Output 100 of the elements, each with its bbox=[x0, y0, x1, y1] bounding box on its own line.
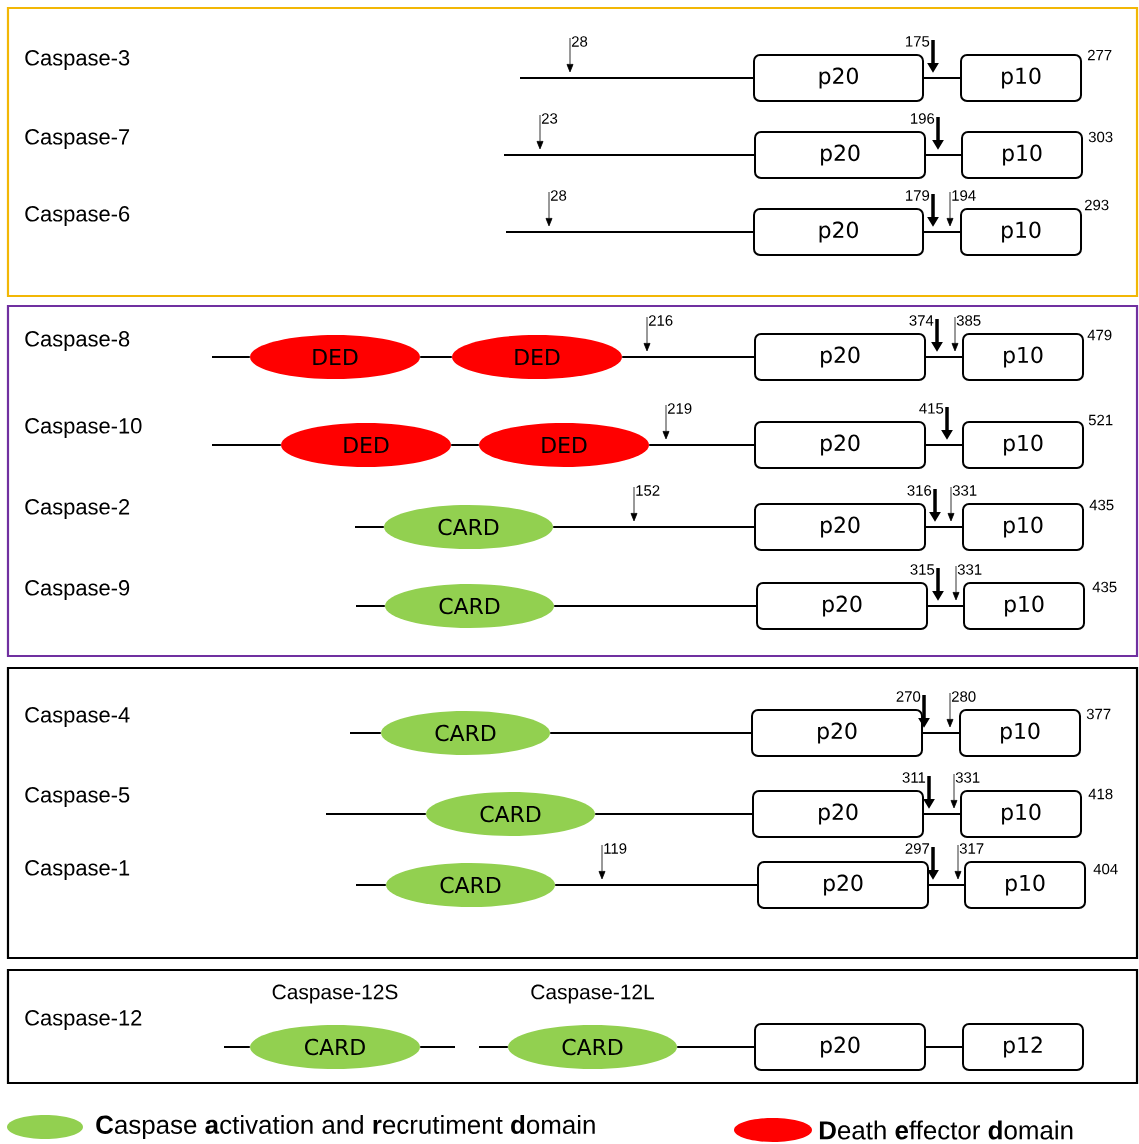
backbone-line bbox=[927, 605, 964, 607]
site-number: 435 bbox=[1092, 581, 1117, 593]
domain-box: p10 bbox=[962, 421, 1084, 469]
backbone-line bbox=[355, 605, 386, 607]
backbone-line bbox=[349, 732, 382, 734]
site-number: 216 bbox=[648, 315, 673, 326]
site-number: 331 bbox=[957, 564, 982, 575]
caspase-name: Caspase-6 bbox=[25, 206, 130, 226]
backbone-line bbox=[478, 1046, 509, 1048]
domain-box: p20 bbox=[752, 790, 924, 838]
site-number: 317 bbox=[959, 843, 984, 854]
node-label: Caspase-12L bbox=[531, 984, 654, 1004]
caspase-name: Caspase-9 bbox=[25, 580, 130, 600]
backbone-line bbox=[552, 526, 755, 528]
legend-text: Caspase activation and recrutiment domain bbox=[96, 1114, 595, 1140]
backbone-line bbox=[923, 813, 961, 815]
caspase-name: Caspase-10 bbox=[25, 418, 142, 438]
site-number: 28 bbox=[571, 36, 588, 47]
domain-box: p10 bbox=[960, 790, 1082, 838]
backbone-line bbox=[355, 884, 387, 886]
caspase-name: Caspase-8 bbox=[25, 331, 130, 351]
site-number: 415 bbox=[919, 403, 944, 414]
site-number: 23 bbox=[541, 113, 558, 124]
backbone-line bbox=[925, 526, 963, 528]
site-number: 152 bbox=[636, 485, 660, 496]
backbone-line bbox=[211, 356, 251, 358]
site-number: 303 bbox=[1088, 131, 1113, 143]
backbone-line bbox=[223, 1046, 251, 1048]
site-number: 331 bbox=[955, 772, 980, 783]
domain-box: p20 bbox=[751, 709, 923, 757]
backbone-line bbox=[554, 884, 758, 886]
site-number: 196 bbox=[911, 113, 935, 124]
domain-box: p10 bbox=[964, 861, 1086, 909]
site-number: 293 bbox=[1084, 199, 1109, 211]
site-number: 277 bbox=[1087, 49, 1112, 61]
backbone-line bbox=[549, 732, 752, 734]
domain-box: p10 bbox=[963, 582, 1085, 630]
caspase-name: Caspase-1 bbox=[25, 860, 130, 880]
site-number: 385 bbox=[956, 315, 981, 326]
caspase-name: Caspase-12 bbox=[25, 1010, 142, 1030]
backbone-line bbox=[676, 1046, 755, 1048]
panel-frame bbox=[6, 304, 1139, 658]
site-number: 418 bbox=[1088, 788, 1113, 800]
backbone-line bbox=[419, 356, 453, 358]
backbone-line bbox=[354, 526, 385, 528]
site-number: 219 bbox=[667, 403, 692, 414]
caspase-name: Caspase-4 bbox=[25, 707, 130, 727]
backbone-line bbox=[505, 231, 754, 233]
site-number: 119 bbox=[604, 843, 627, 854]
site-number: 194 bbox=[952, 190, 976, 201]
backbone-line bbox=[925, 1046, 963, 1048]
site-number: 179 bbox=[906, 190, 930, 201]
site-number: 315 bbox=[910, 564, 935, 575]
site-number: 435 bbox=[1089, 499, 1114, 511]
panel-frame bbox=[6, 6, 1139, 298]
backbone-line bbox=[325, 813, 427, 815]
domain-box: p20 bbox=[754, 503, 926, 551]
domain-box: p20 bbox=[756, 582, 928, 630]
domain-box: p10 bbox=[961, 131, 1083, 179]
backbone-line bbox=[503, 154, 755, 156]
backbone-line bbox=[211, 444, 282, 446]
backbone-line bbox=[923, 77, 961, 79]
panel-frame bbox=[6, 968, 1139, 1085]
panel-frame bbox=[6, 666, 1139, 960]
site-number: 280 bbox=[951, 691, 976, 702]
backbone-line bbox=[648, 444, 755, 446]
domain-box: p20 bbox=[757, 861, 929, 909]
domain-box: p20 bbox=[753, 54, 924, 102]
site-number: 479 bbox=[1087, 329, 1112, 341]
domain-box: p20 bbox=[754, 131, 926, 179]
backbone-line bbox=[594, 813, 753, 815]
backbone-line bbox=[923, 231, 961, 233]
domain-box: p10 bbox=[962, 503, 1084, 551]
backbone-line bbox=[450, 444, 480, 446]
domain-box: p12 bbox=[962, 1023, 1084, 1071]
caspase-name: Caspase-3 bbox=[25, 50, 130, 70]
site-number: 270 bbox=[896, 691, 921, 702]
legend-text: Death effector domain bbox=[819, 1120, 1073, 1140]
domain-box: p20 bbox=[754, 333, 926, 381]
caspase-name: Caspase-2 bbox=[25, 499, 130, 519]
backbone-line bbox=[925, 356, 963, 358]
backbone-line bbox=[922, 732, 960, 734]
domain-box: p10 bbox=[962, 333, 1084, 381]
backbone-line bbox=[925, 154, 962, 156]
backbone-line bbox=[925, 444, 963, 446]
backbone-line bbox=[419, 1046, 456, 1048]
site-number: 28 bbox=[550, 190, 567, 201]
backbone-line bbox=[928, 884, 965, 886]
backbone-line bbox=[519, 77, 754, 79]
domain-box: p20 bbox=[754, 421, 926, 469]
site-number: 311 bbox=[902, 772, 926, 783]
caspase-name: Caspase-5 bbox=[25, 787, 130, 807]
backbone-line bbox=[553, 605, 757, 607]
domain-box: p10 bbox=[959, 709, 1081, 757]
site-number: 404 bbox=[1093, 863, 1118, 875]
site-number: 521 bbox=[1088, 414, 1113, 426]
site-number: 297 bbox=[905, 843, 930, 854]
backbone-line bbox=[621, 356, 755, 358]
domain-box: p20 bbox=[753, 208, 924, 256]
domain-box: p20 bbox=[754, 1023, 926, 1071]
